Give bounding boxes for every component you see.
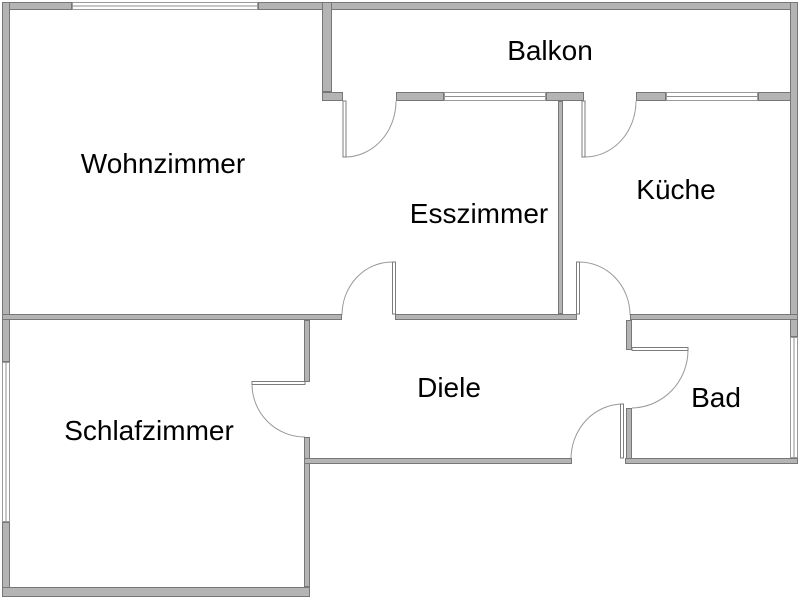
room-label-esszimmer: Esszimmer (409, 198, 549, 229)
balkon-wall-seg3 (636, 92, 666, 101)
schlafzimmer-door-arc (251, 383, 306, 438)
room-label-kueche: Küche (636, 174, 716, 205)
schlafzimmer-door-leaf (251, 381, 306, 385)
room-label-balkon: Balkon (507, 35, 593, 66)
bad-door-arc (631, 349, 689, 409)
balkon-wall-seg1 (396, 92, 444, 101)
schlafzimmer-left-window (2, 362, 10, 522)
bad-door-leaf (631, 347, 689, 351)
top-wall-main (258, 2, 798, 10)
top-wall-left (2, 2, 72, 10)
schlafzimmer-bottom-wall (2, 587, 310, 597)
balkon-esszimmer-door-arc (345, 100, 397, 158)
kueche-diele-door-arc (578, 261, 631, 316)
esszimmer-balkon-window (444, 92, 546, 101)
mid-wall-left (2, 314, 342, 320)
mid-wall-right (630, 314, 798, 320)
balkon-wall-seg4 (758, 92, 791, 101)
room-label-diele: Diele (417, 372, 481, 403)
balkon-left-wall (322, 2, 332, 92)
right-wall-upper (790, 2, 798, 337)
balkon-wall-corner (322, 92, 343, 101)
wohnzimmer-top-window (72, 2, 258, 10)
kueche-diele-door-leaf (576, 261, 580, 315)
mid-wall-center (395, 314, 577, 320)
bad-wall-upper (626, 320, 632, 350)
esszimmer-kueche-wall (558, 101, 563, 314)
kueche-balkon-window (666, 92, 758, 101)
room-label-wohnzimmer: Wohnzimmer (80, 148, 246, 179)
schlafzimmer-diele-wall-upper (304, 320, 310, 382)
balkon-esszimmer-door-leaf (342, 100, 347, 158)
balkon-kueche-door-arc (584, 100, 637, 158)
left-wall-upper (2, 2, 10, 362)
bad-wall-lower (626, 408, 632, 464)
schlafzimmer-diele-wall-lower (304, 437, 310, 587)
balkon-wall-seg2 (546, 92, 584, 101)
entrance-door-leaf (620, 403, 624, 459)
left-wall-lower (2, 522, 10, 597)
esszimmer-diele-door-leaf (392, 261, 396, 315)
bottom-wall-diele (304, 458, 572, 464)
esszimmer-diele-door-arc (341, 261, 393, 316)
bad-right-window (790, 337, 798, 458)
room-label-schlafzimmer: Schlafzimmer (64, 415, 234, 446)
balkon-kueche-door-leaf (581, 100, 586, 158)
entrance-door-arc (570, 403, 624, 460)
room-label-bad: Bad (691, 382, 741, 413)
bottom-wall-bad (625, 458, 798, 464)
